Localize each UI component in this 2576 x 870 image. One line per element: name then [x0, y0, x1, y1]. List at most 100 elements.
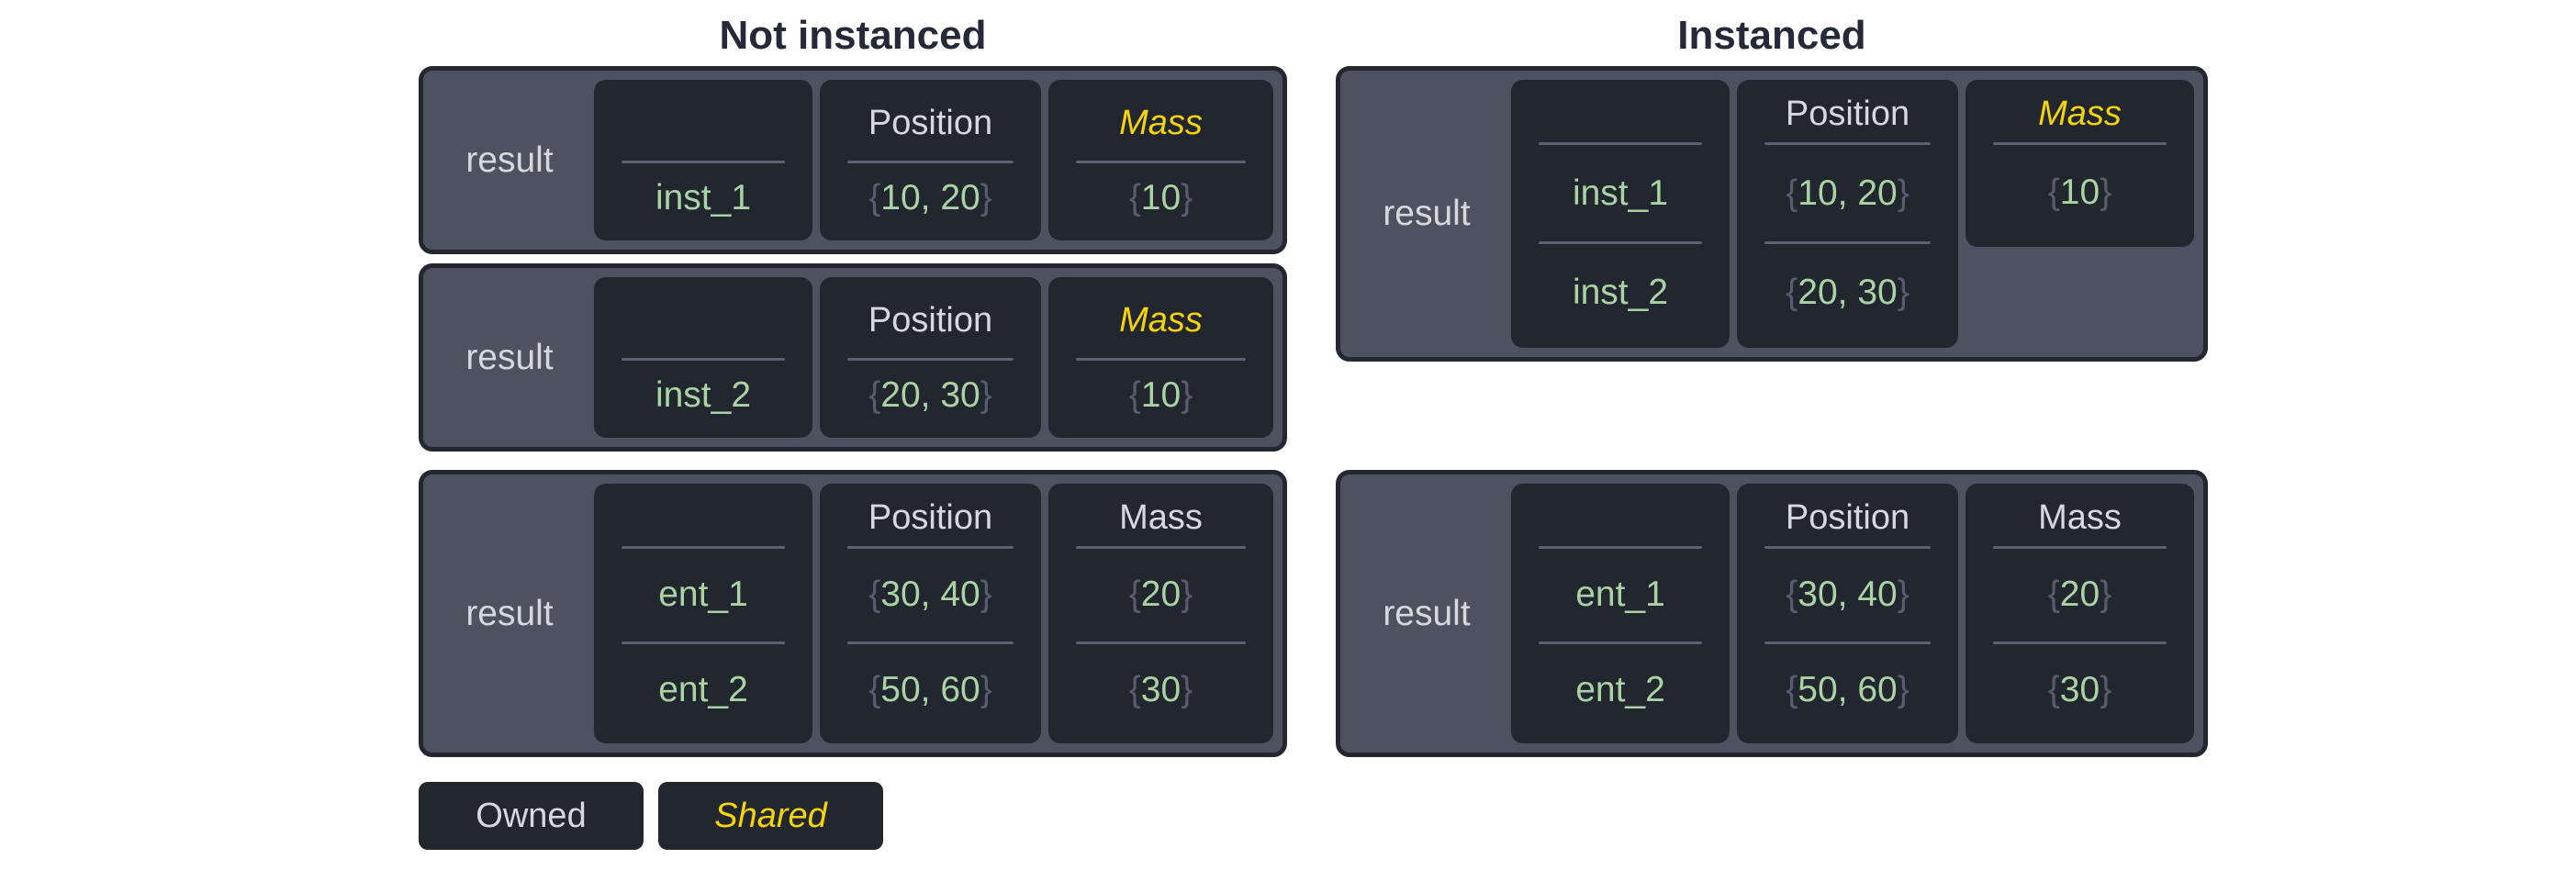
entity-column: inst_1 inst_2	[1511, 80, 1730, 348]
open-brace: {	[868, 574, 881, 615]
position-column: Position{10, 20}{20, 30}	[1737, 80, 1958, 348]
result-label: result	[465, 337, 554, 377]
value-text: 20	[1140, 574, 1182, 615]
section-title-instanced: Instanced	[1677, 13, 1866, 58]
result-label: result	[465, 593, 554, 633]
header-divider	[1993, 546, 2167, 549]
value-cell: {50, 60}	[1737, 644, 1958, 737]
row-divider	[1539, 241, 1702, 244]
open-brace: {	[868, 375, 881, 415]
column-header	[1511, 489, 1730, 546]
header-divider	[1993, 142, 2167, 145]
value-cell: {30}	[1048, 644, 1273, 737]
entity-column: ent_1 ent_2	[594, 484, 812, 743]
value-text: 10, 20	[1798, 173, 1898, 213]
value-cell: {10}	[1048, 163, 1273, 233]
close-brace: }	[1897, 272, 1910, 312]
value-cell: inst_1	[594, 163, 812, 233]
value-cell: {50, 60}	[820, 644, 1041, 737]
value-cell: {20}	[1966, 549, 2194, 641]
value-text: 20	[2059, 574, 2100, 615]
value-cell: inst_2	[1511, 244, 1730, 340]
column-header: Position	[1785, 94, 1910, 133]
value-text: 10	[1140, 178, 1182, 218]
close-brace: }	[1181, 574, 1193, 615]
value-text: 30	[2059, 669, 2100, 709]
value-text: 10	[2059, 172, 2100, 212]
value-cell: ent_2	[594, 644, 812, 737]
header-divider	[1764, 142, 1931, 145]
value-text: ent_2	[658, 669, 748, 709]
column-header: Position	[868, 300, 993, 340]
close-brace: }	[2100, 172, 2112, 212]
close-brace: }	[980, 669, 992, 709]
result-label: result	[1383, 593, 1471, 633]
header-divider	[1764, 546, 1931, 549]
mass-column: Mass {10}	[1048, 80, 1273, 240]
position-column: Position {20, 30}	[820, 277, 1041, 438]
legend-owned-chip: Owned	[419, 782, 644, 850]
row-divider	[1993, 641, 2167, 644]
value-text: 50, 60	[1798, 669, 1898, 709]
value-cell: {10}	[1966, 145, 2194, 240]
close-brace: }	[980, 178, 992, 218]
value-cell: {20}	[1048, 549, 1273, 641]
column-header: Position	[868, 497, 993, 537]
open-brace: {	[1786, 574, 1798, 615]
close-brace: }	[1897, 574, 1910, 615]
header-divider	[1076, 358, 1246, 361]
value-text: ent_1	[658, 574, 748, 615]
header-divider	[1076, 546, 1246, 549]
column-header: Mass	[1119, 300, 1203, 340]
value-cell: {10}	[1048, 361, 1273, 430]
open-brace: {	[868, 669, 881, 709]
value-cell: {20, 30}	[820, 361, 1041, 430]
open-brace: {	[1128, 574, 1141, 615]
close-brace: }	[2100, 574, 2112, 615]
result-label: result	[465, 139, 554, 180]
result-table-inst-2: result inst_2 Position {20, 30} Mass {10}	[419, 263, 1287, 452]
close-brace: }	[1181, 375, 1193, 415]
mass-column: Mass{20}{30}	[1048, 484, 1273, 743]
value-text: 20, 30	[880, 375, 980, 415]
value-cell: {30}	[1966, 644, 2194, 737]
component-cells: inst_2 Position {20, 30} Mass {10}	[594, 277, 1273, 438]
value-cell: ent_1	[1511, 549, 1730, 641]
row-divider	[847, 641, 1014, 644]
value-cell: {30, 40}	[1737, 549, 1958, 641]
legend: Owned Shared	[419, 782, 1287, 850]
open-brace: {	[1786, 173, 1798, 213]
value-cell: {30, 40}	[820, 549, 1041, 641]
header-divider	[847, 161, 1014, 163]
value-text: inst_1	[655, 178, 752, 218]
mass-column: Mass{10}	[1966, 80, 2194, 247]
section-title-not-instanced: Not instanced	[719, 13, 987, 58]
row-divider	[622, 641, 785, 644]
value-cell: inst_1	[1511, 145, 1730, 241]
close-brace: }	[1181, 178, 1193, 218]
value-cell: {10, 20}	[820, 163, 1041, 233]
header-divider	[622, 546, 785, 549]
header-divider	[847, 358, 1014, 361]
open-brace: {	[1128, 375, 1141, 415]
header-divider	[847, 546, 1014, 549]
value-cell: inst_2	[594, 361, 812, 430]
open-brace: {	[2047, 172, 2060, 212]
column-header: Position	[1785, 497, 1910, 537]
value-text: inst_1	[1572, 173, 1669, 213]
open-brace: {	[1128, 669, 1141, 709]
value-text: ent_1	[1575, 574, 1665, 615]
row-divider	[1076, 641, 1246, 644]
open-brace: {	[1786, 669, 1798, 709]
value-text: 30, 40	[880, 574, 980, 615]
column-header: Mass	[1119, 103, 1203, 142]
row-divider	[1764, 641, 1931, 644]
column-header	[594, 85, 812, 161]
